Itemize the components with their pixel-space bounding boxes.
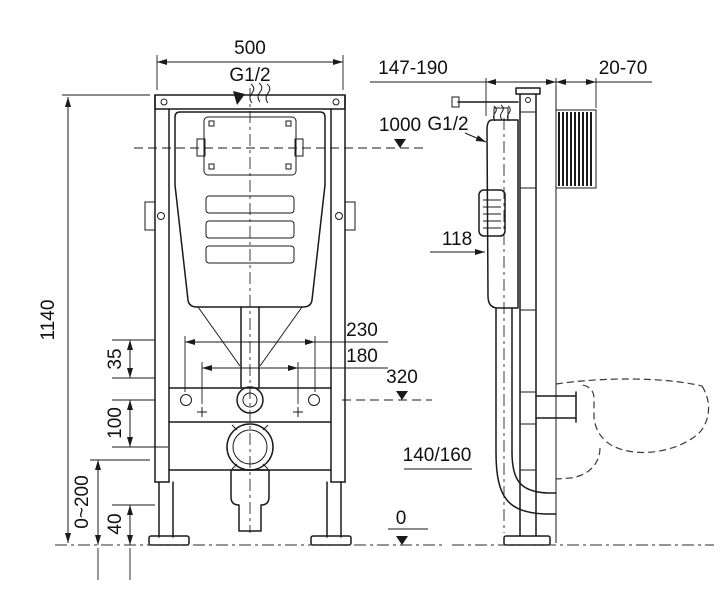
dim-width-label: 500 <box>234 38 266 59</box>
water-inlet-icon <box>233 82 271 105</box>
front-dimensions: 500 G1/2 1140 1000 230 180 320 <box>38 38 472 580</box>
water-inlet-side-icon <box>493 104 511 122</box>
cistern-side <box>486 119 519 309</box>
inlet-thread-side-label: G1/2 <box>427 114 468 135</box>
level-marker-1000 <box>394 139 406 148</box>
dim-40-label: 40 <box>105 513 126 534</box>
drain-elbow <box>230 469 270 532</box>
wc-bowl-outline <box>555 378 710 480</box>
foot-left <box>148 535 190 546</box>
front-view <box>55 88 445 546</box>
bolt-span-outer-label: 230 <box>346 320 378 341</box>
side-dimensions: 147-190 20-70 G1/2 118 <box>370 58 652 255</box>
inlet-thread-label: G1/2 <box>229 65 270 86</box>
dim-height-label: 1140 <box>38 300 59 341</box>
drain-diameter-label: 140/160 <box>403 445 472 466</box>
level-marker-320 <box>396 391 408 400</box>
dim-35-label: 35 <box>105 348 126 369</box>
foot-side <box>503 535 551 546</box>
access-panel <box>203 116 297 176</box>
bolt-span-inner-label: 180 <box>346 346 378 367</box>
wall-thickness-label: 20-70 <box>599 58 648 79</box>
dim-118-label: 118 <box>442 229 472 250</box>
outlet-height-label: 320 <box>386 367 418 388</box>
wall-section-hatch <box>555 109 597 189</box>
level-marker-0 <box>396 536 408 545</box>
dim-100-label: 100 <box>105 407 126 439</box>
foot-right <box>310 535 352 546</box>
wall-bracket-right <box>344 201 356 231</box>
leg-adjust-label: 0~200 <box>72 475 93 528</box>
water-level-label: 1000 <box>379 115 421 136</box>
cistern-front <box>174 111 326 308</box>
floor-level-label: 0 <box>396 508 407 529</box>
depth-range-label: 147-190 <box>378 58 448 79</box>
wall-bracket-left <box>144 201 156 231</box>
flush-bend-fitting <box>236 386 264 414</box>
flush-valve-box <box>478 189 506 237</box>
side-view <box>451 86 714 546</box>
